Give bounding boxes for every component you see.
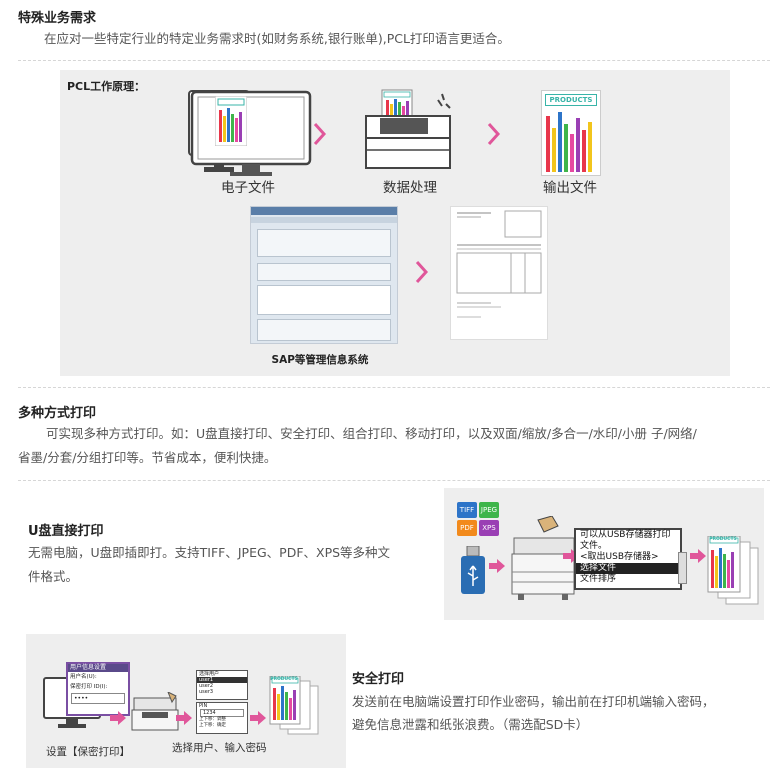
stacked-documents — [268, 675, 322, 740]
usb-drive-icon — [458, 545, 488, 600]
pin-adjust: 上下移：调整 — [199, 717, 226, 722]
stacked-documents — [706, 535, 760, 610]
secure-panel: 用户信息设置 用户名(U): 保密打印 ID(I): •••• 选择用户 use… — [26, 634, 346, 768]
step-electronic-file: 电子文件 — [221, 180, 275, 196]
output-document: PRODUCTS — [541, 90, 601, 176]
lcd-sort-file[interactable]: 文件排序 — [580, 574, 617, 584]
printer-icon — [360, 88, 460, 176]
section-desc-multi-1: 可实现多种方式打印。如：U盘直接打印、安全打印、组合打印、移动打印，以及双面/缩… — [46, 426, 697, 441]
caption-select-user: 选择用户、输入密码 — [172, 742, 267, 754]
list-user-3[interactable]: user3 — [199, 689, 214, 695]
dialog-title: 用户信息设置 — [68, 664, 128, 672]
pcl-panel: PCL工作原理： 电子文件 — [60, 70, 730, 376]
arrow-right-icon — [690, 548, 706, 567]
user-info-dialog: 用户信息设置 用户名(U): 保密打印 ID(I): •••• — [66, 662, 130, 716]
arrow-right-icon — [489, 558, 505, 577]
lcd-line-3: <取出USB存储器> — [580, 552, 659, 562]
divider — [18, 387, 770, 388]
bar-graphic — [546, 112, 592, 172]
lcd-line-1: 可以从USB存储器打印 — [580, 530, 671, 540]
products-label: PRODUCTS — [709, 537, 737, 542]
divider — [18, 480, 770, 481]
jpeg-icon: JPEG — [479, 502, 499, 518]
pcl-label: PCL工作原理： — [67, 80, 146, 93]
pin-entry-screen: PIN 1234 上下移：调整 上下移：确定 — [196, 702, 248, 734]
usb-desc-1: 无需电脑，U盘即插即打。支持TIFF、JPEG、PDF、XPS等多种文 — [28, 545, 391, 560]
section-title-special: 特殊业务需求 — [18, 11, 97, 26]
secure-desc-1: 发送前在电脑端设置打印作业密码，输出前在打印机端输入密码， — [352, 694, 715, 709]
invoice-document — [450, 206, 548, 340]
printer-lcd: 可以从USB存储器打印 文件。 <取出USB存储器> 选择文件 文件排序 — [574, 528, 682, 590]
password-field[interactable]: •••• — [71, 693, 125, 704]
secure-desc-2: 避免信息泄露和纸张浪费。（需选配SD卡） — [352, 717, 589, 732]
pin-label: PIN — [199, 703, 208, 709]
step-data-processing: 数据处理 — [383, 180, 437, 196]
chevron-right-icon — [313, 122, 327, 150]
lcd-scrollbar[interactable] — [678, 552, 687, 584]
xps-icon: XPS — [479, 520, 499, 536]
pin-input[interactable]: 1234 — [200, 709, 244, 717]
tiff-icon: TIFF — [457, 502, 477, 518]
dialog-user-label: 用户名(U): — [70, 674, 97, 680]
section-desc-multi-2: 省墨/分套/分组打印等。节省成本，便利快捷。 — [18, 450, 277, 465]
products-label: PRODUCTS — [545, 94, 597, 106]
sap-caption: SAP等管理信息系统 — [271, 354, 369, 366]
arrow-right-icon — [176, 710, 192, 729]
products-label: PRODUCTS — [270, 677, 298, 682]
dialog-password-label: 保密打印 ID(I): — [70, 684, 108, 690]
doc-thumb-monitor — [214, 95, 248, 150]
chevron-right-icon — [415, 260, 429, 288]
chevron-right-icon — [487, 122, 501, 150]
pin-confirm: 上下移：确定 — [199, 723, 226, 728]
list-header: 选择用户 — [199, 671, 220, 677]
lcd-line-2: 文件。 — [580, 541, 608, 551]
usb-title: U盘直接打印 — [28, 524, 104, 539]
list-user-2[interactable]: user2 — [199, 683, 214, 689]
usb-desc-2: 件格式。 — [28, 569, 79, 584]
section-desc-special: 在应对一些特定行业的特定业务需求时(如财务系统,银行账单),PCL打印语言更适合… — [44, 31, 510, 46]
arrow-right-icon — [250, 710, 266, 729]
section-title-multi: 多种方式打印 — [18, 406, 97, 421]
arrow-right-icon — [110, 710, 126, 729]
lcd-select-file[interactable]: 选择文件 — [576, 563, 680, 574]
divider — [18, 60, 770, 61]
secure-title: 安全打印 — [352, 672, 405, 687]
sap-screenshot — [250, 206, 398, 344]
caption-set-secure-print: 设置【保密打印】 — [46, 746, 130, 758]
pdf-icon: PDF — [457, 520, 477, 536]
step-output-file: 输出文件 — [543, 180, 597, 196]
user-list-screen: 选择用户 user1 user2 user3 — [196, 670, 248, 700]
printer-icon — [130, 690, 180, 736]
usb-panel: TIFF JPEG PDF XPS 可以从USB存储器打印 文件。 <取出USB… — [444, 488, 764, 620]
list-user-1[interactable]: user1 — [197, 677, 247, 683]
